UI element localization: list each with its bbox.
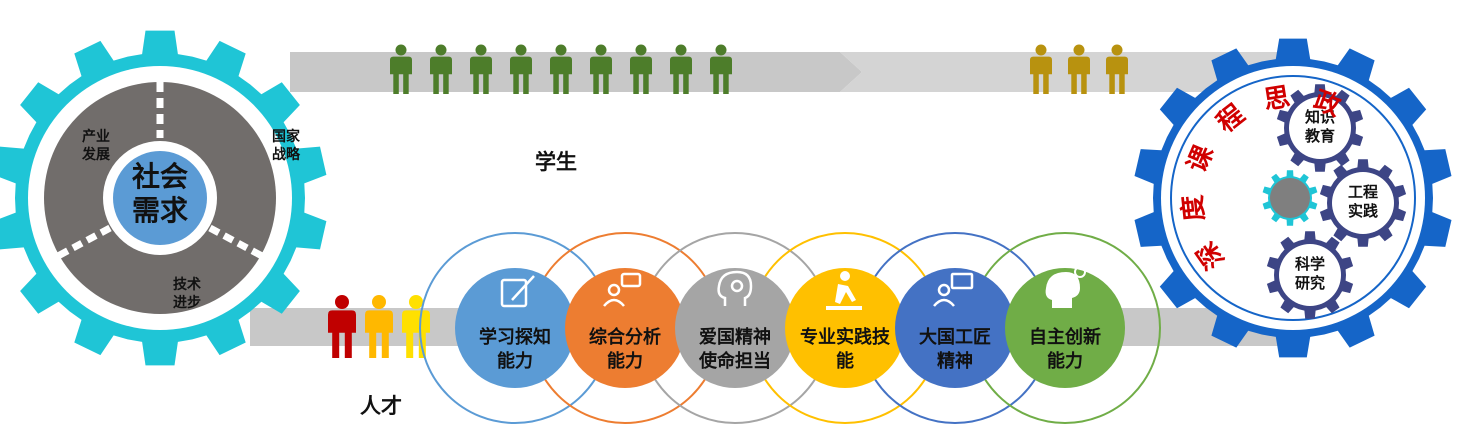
ability-line2: 能 (836, 351, 854, 372)
ability-label-learning: 学习探知 能力 (460, 326, 570, 374)
ability-line2: 能力 (607, 351, 643, 372)
gear-knowledge-line1: 知识 (1304, 108, 1335, 126)
ability-label-patriotism: 爱国精神 使命担当 (680, 326, 790, 374)
segment-tech-line1: 技术 (173, 277, 201, 293)
ability-line2: 能力 (1047, 351, 1083, 372)
analysis-person-icon (603, 272, 642, 307)
ability-line1: 学习探知 (479, 327, 551, 348)
segment-strategy-label: 国家 战略 (256, 128, 316, 164)
core-label: 社会 需求 (124, 160, 196, 228)
gear-research-line1: 科学 (1294, 255, 1325, 273)
ability-line2: 能力 (497, 351, 533, 372)
gear-knowledge-line2: 教育 (1304, 127, 1335, 145)
gear-engineering-label: 工程 实践 (1339, 183, 1387, 221)
presenter-board-icon (933, 272, 974, 307)
core-label-line2: 需求 (131, 194, 188, 227)
small-gear-knowledge (1276, 84, 1364, 172)
students-label: 学生 (535, 150, 577, 174)
ability-disc (675, 268, 795, 388)
ability-line1: 爱国精神 (699, 327, 771, 348)
ability-disc (785, 268, 905, 388)
talent-figure-red (328, 295, 356, 358)
center-small-gear (1262, 170, 1318, 226)
talent-figure-yellow (402, 295, 430, 358)
ability-label-craftsman: 大国工匠 精神 (900, 326, 1010, 374)
arc-title-char: 度 (1177, 193, 1211, 223)
gear-research-line2: 研究 (1294, 274, 1325, 292)
segment-industry-label: 产业 发展 (66, 128, 126, 164)
small-gear-engineering (1319, 159, 1407, 247)
ability-line2: 使命担当 (699, 351, 771, 372)
talent-figures (328, 295, 430, 358)
gear-engineering-line2: 实践 (1347, 202, 1378, 220)
left-gear (0, 30, 327, 366)
head-bulb-icon (1045, 266, 1086, 308)
ability-line1: 专业实践技 (800, 327, 890, 348)
gear-engineering-line1: 工程 (1347, 183, 1378, 201)
ability-label-analysis: 综合分析 能力 (570, 326, 680, 374)
ability-label-innovation: 自主创新 能力 (1010, 326, 1120, 374)
small-gear-research (1266, 231, 1354, 319)
ability-disc (1005, 268, 1125, 388)
arc-title-char: 思 (1261, 82, 1293, 116)
gear-knowledge-label: 知识 教育 (1296, 108, 1344, 146)
ability-line2: 精神 (937, 351, 973, 372)
ability-label-practice: 专业实践技 能 (790, 326, 900, 374)
core-circle (113, 151, 207, 245)
core-label-line1: 社会 (131, 160, 188, 193)
ability-disc (455, 268, 575, 388)
segment-strategy-line2: 战略 (272, 147, 300, 163)
worker-shovel-icon (826, 271, 862, 310)
ability-line1: 大国工匠 (919, 327, 991, 348)
head-gear-icon (717, 270, 753, 306)
segment-industry-line1: 产业 (82, 129, 110, 145)
ability-line1: 综合分析 (589, 327, 661, 348)
ability-disc (895, 268, 1015, 388)
segment-industry-line2: 发展 (82, 147, 110, 163)
talent-label: 人才 (360, 394, 402, 418)
pencil-doc-icon (500, 275, 535, 308)
ability-disc (565, 268, 685, 388)
segment-tech-label: 技术 进步 (157, 276, 217, 312)
gear-research-label: 科学 研究 (1286, 255, 1334, 293)
ability-discs (455, 268, 1125, 388)
segment-tech-line2: 进步 (173, 295, 201, 311)
talent-figure-orange (365, 295, 393, 358)
segment-strategy-line1: 国家 (272, 129, 300, 145)
ability-line1: 自主创新 (1029, 327, 1101, 348)
